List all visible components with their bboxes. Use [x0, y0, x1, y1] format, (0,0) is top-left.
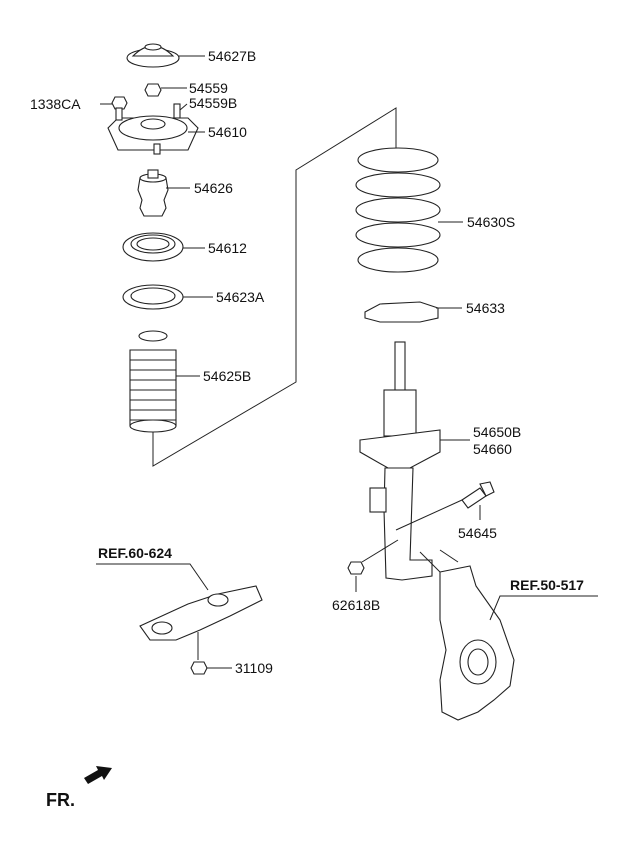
label-31109: 31109	[235, 660, 273, 676]
label-62618B: 62618B	[332, 597, 380, 613]
label-54633: 54633	[466, 300, 505, 316]
part-31109-nut[interactable]	[190, 661, 208, 675]
label-54612: 54612	[208, 240, 247, 256]
part-steering-knuckle[interactable]	[439, 565, 515, 721]
part-60-624-bracket[interactable]	[139, 585, 263, 641]
label-54623A: 54623A	[216, 289, 265, 305]
ref-60-624: REF.60-624	[98, 545, 172, 561]
part-54610-strut-mount[interactable]	[107, 103, 199, 155]
part-54633-lower-pad[interactable]	[364, 301, 439, 323]
part-62618B-nut[interactable]	[347, 561, 365, 575]
label-54626: 54626	[194, 180, 233, 196]
part-54630S-coil-spring[interactable]	[355, 147, 441, 273]
label-1338CA: 1338CA	[30, 96, 81, 112]
part-54650B-strut-assembly[interactable]	[359, 341, 441, 581]
label-54559B: 54559B	[189, 95, 237, 111]
part-54612-bearing[interactable]	[122, 232, 184, 262]
part-54559-nut[interactable]	[144, 83, 162, 97]
label-54627B: 54627B	[208, 48, 256, 64]
ref-50-517: REF.50-517	[510, 577, 584, 593]
part-54626-bump-stopper[interactable]	[137, 169, 169, 217]
part-54645-bolt[interactable]	[461, 481, 495, 509]
label-54610: 54610	[208, 124, 247, 140]
part-54625B-dust-boot[interactable]	[129, 330, 177, 433]
front-arrow-icon	[84, 766, 112, 784]
label-54645: 54645	[458, 525, 497, 541]
part-1338CA-nut[interactable]	[111, 96, 128, 110]
label-54650B: 54650B	[473, 424, 521, 440]
label-54630S: 54630S	[467, 214, 515, 230]
label-54660: 54660	[473, 441, 512, 457]
part-54627B-cap[interactable]	[126, 43, 180, 68]
part-54623A-spring-pad[interactable]	[122, 284, 184, 310]
label-54625B: 54625B	[203, 368, 251, 384]
front-direction-label: FR.	[46, 790, 75, 810]
label-54559: 54559	[189, 80, 228, 96]
